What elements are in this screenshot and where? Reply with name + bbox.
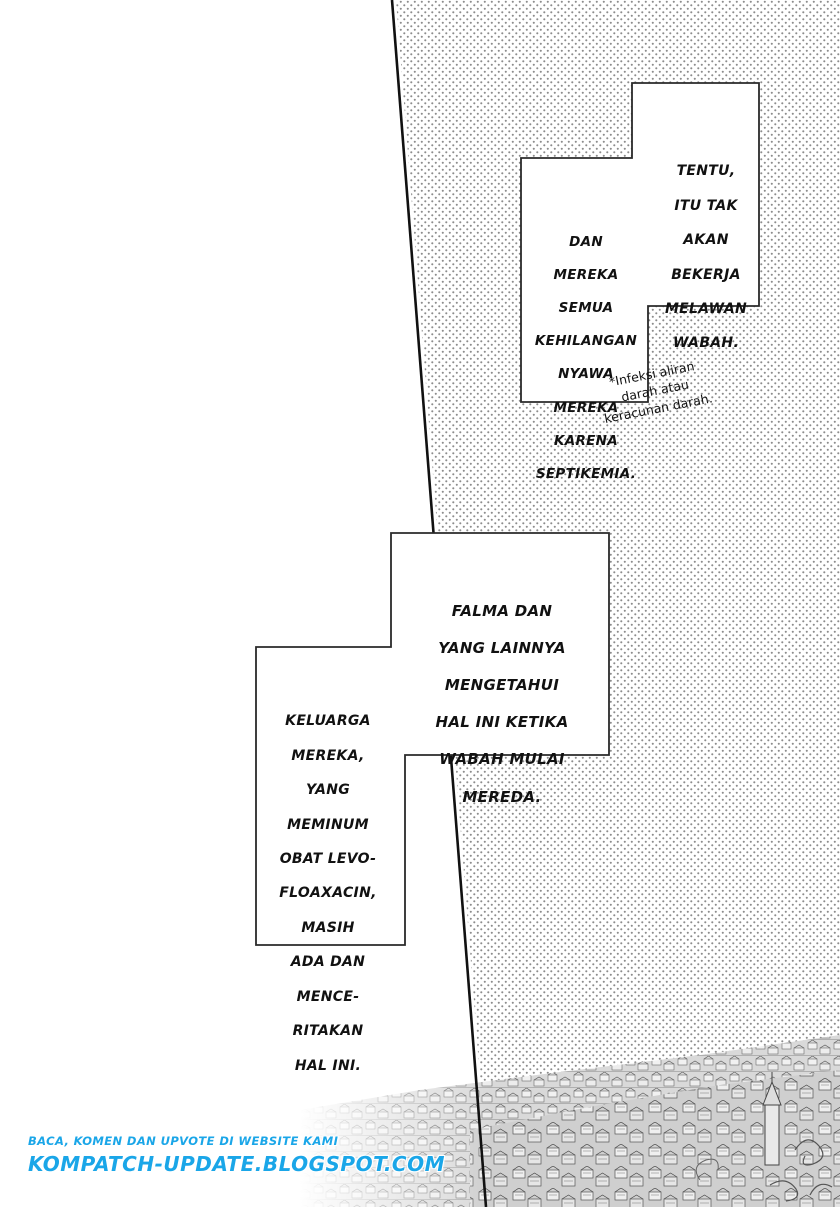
text-line: TENTU, <box>676 163 736 180</box>
speech-text-top-left: DAN MEREKA SEMUA KEHILANGAN NYAWA MEREKA… <box>523 217 649 499</box>
text-line: DAN <box>569 233 603 250</box>
text-line: HAL INI. <box>294 1057 362 1074</box>
speech-text-middle-right: FALMA DAN YANG LAINNYA MENGETAHUI HAL IN… <box>412 583 592 825</box>
text-line: MASIH <box>301 919 355 936</box>
text-line: WABAH MULAI <box>439 750 565 769</box>
text-line: MENCE- <box>296 988 360 1005</box>
text-line: MEREKA, <box>291 747 365 764</box>
text-line: KELUARGA <box>285 713 371 730</box>
text-line: MENGETAHUI <box>444 675 560 694</box>
text-line: SEMUA <box>558 299 614 316</box>
text-line: NYAWA <box>558 366 614 383</box>
text-line: MEREKA <box>553 266 619 283</box>
text-line: BEKERJA <box>671 266 741 283</box>
watermark-site-link[interactable]: KOMPATCH-UPDATE.BLOGSPOT.COM <box>28 1152 446 1176</box>
text-line: MELAWAN <box>664 300 748 317</box>
text-line: FLOAXACIN, <box>279 885 377 902</box>
text-line: KEHILANGAN <box>534 333 638 350</box>
watermark-tagline: BACA, KOMEN DAN UPVOTE DI WEBSITE KAMI <box>28 1134 339 1148</box>
text-line: RITAKAN <box>292 1023 364 1040</box>
text-line: OBAT LEVO- <box>279 850 377 867</box>
text-line: WABAH. <box>672 335 740 352</box>
text-line: ADA DAN <box>290 954 366 971</box>
text-line: YANG LAINNYA <box>438 638 566 657</box>
speech-text-top-right: TENTU, ITU TAK AKAN BEKERJA MELAWAN WABA… <box>650 146 762 370</box>
text-line: MEREKA <box>553 399 619 416</box>
text-line: KARENA <box>553 432 619 449</box>
text-line: MEMINUM <box>287 816 369 833</box>
text-line: SEPTIKEMIA. <box>535 465 637 482</box>
text-line: FALMA DAN <box>451 601 553 620</box>
speech-text-middle-left: KELUARGA MEREKA, YANG MEMINUM OBAT LEVO-… <box>258 696 398 1092</box>
text-line: YANG <box>305 782 351 799</box>
text-line: MEREDA. <box>462 787 542 806</box>
text-line: ITU TAK <box>674 197 738 214</box>
text-line: HAL INI KETIKA <box>435 713 569 732</box>
text-line: AKAN <box>683 232 729 249</box>
